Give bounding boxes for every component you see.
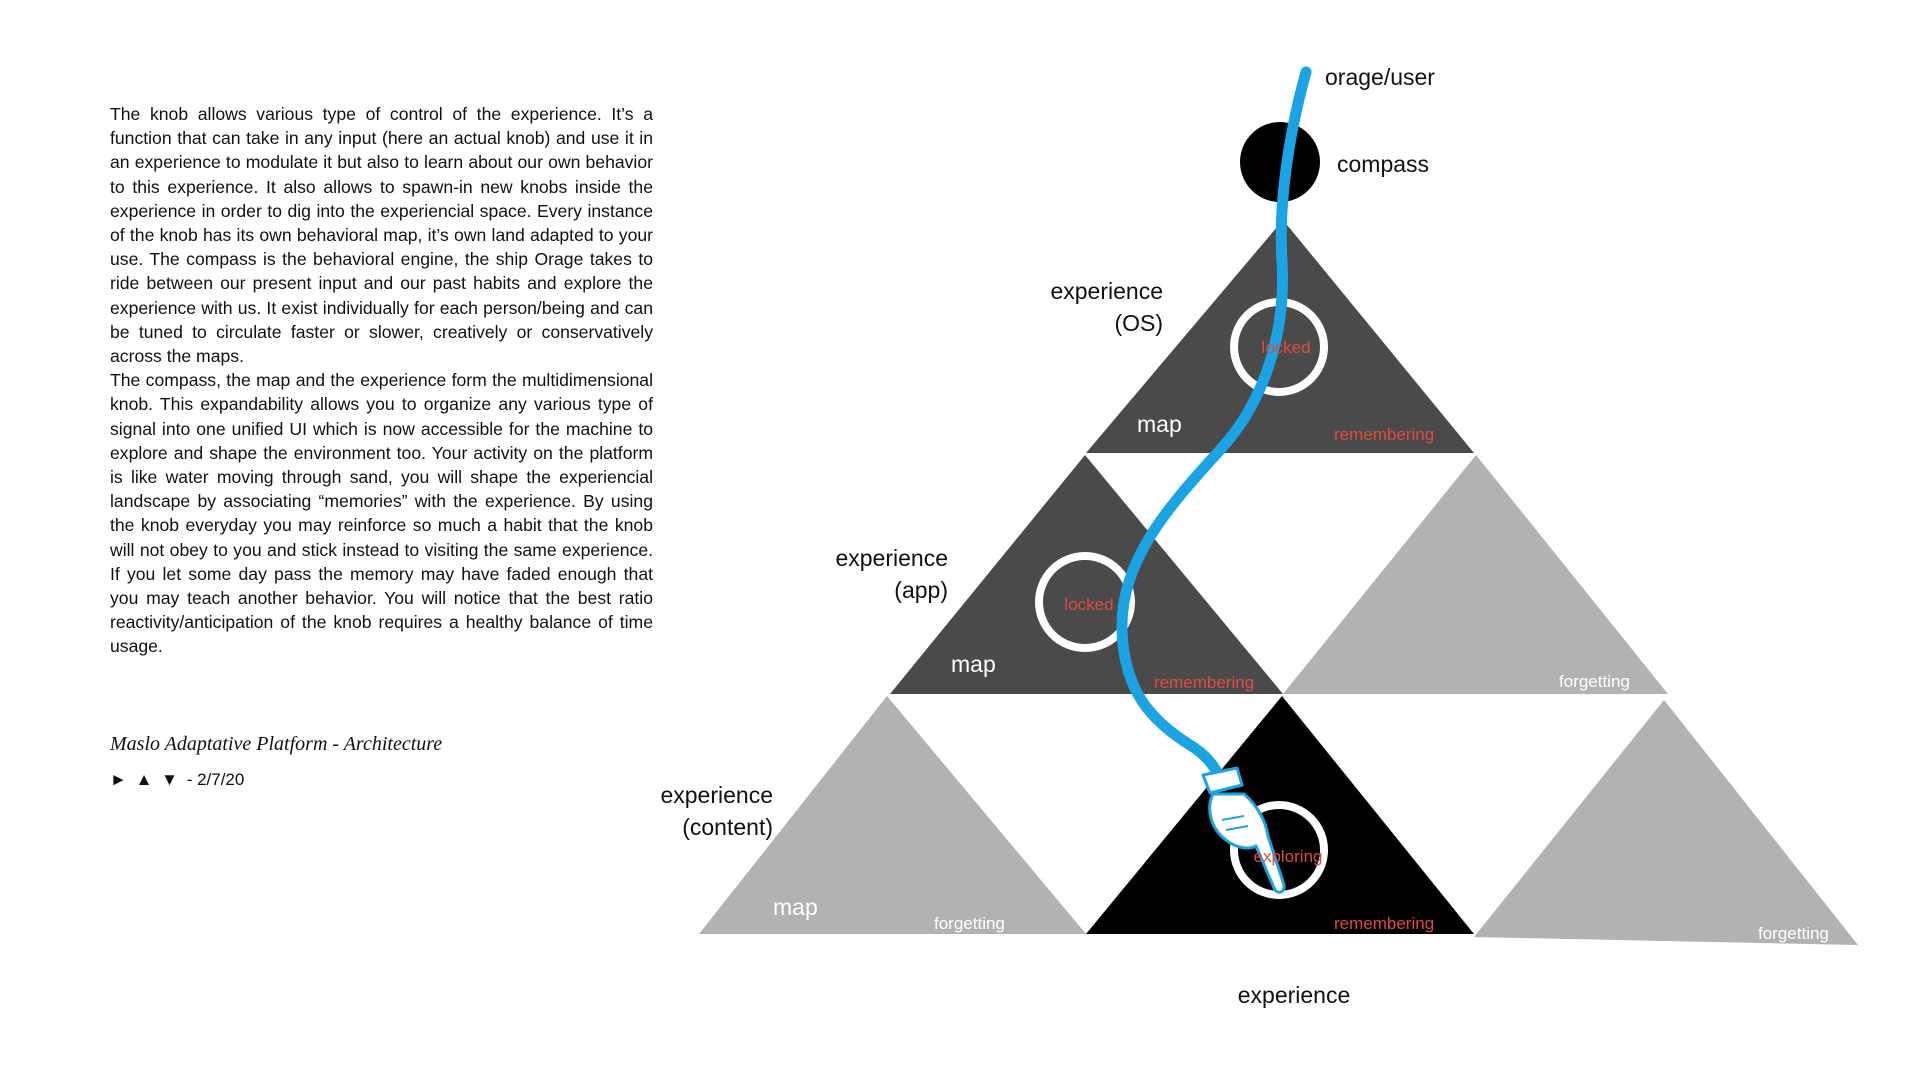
experience-app-label: experience: [835, 545, 948, 571]
triangle-middle-left: [890, 455, 1283, 694]
map-label-middle: map: [951, 651, 996, 677]
exploring-label-bottom: exploring: [1254, 847, 1323, 866]
locked-label-top: locked: [1261, 338, 1310, 357]
experience-os-sublabel: (OS): [1114, 310, 1163, 336]
triangle-bottom-center: [1086, 696, 1474, 934]
remembering-label-top: remembering: [1334, 425, 1434, 444]
triangle-bottom-left: [699, 696, 1086, 934]
map-label-top: map: [1137, 411, 1182, 437]
forgetting-label-middle-right: forgetting: [1559, 672, 1630, 691]
caption-title: Maslo Adaptative Platform - Architecture: [110, 733, 443, 755]
down-arrow-icon[interactable]: ▼: [161, 770, 178, 789]
locked-label-middle: locked: [1064, 595, 1113, 614]
experience-content-sublabel: (content): [682, 814, 773, 840]
knob-ring-middle[interactable]: [1035, 552, 1135, 652]
caption-date: - 2/7/20: [186, 770, 245, 789]
orage-user-label: orage/user: [1325, 64, 1435, 90]
pointing-hand-icon: [1201, 766, 1286, 894]
experience-content-label: experience: [660, 782, 773, 808]
knob-ring-bottom[interactable]: [1230, 801, 1328, 899]
remembering-label-bottom: remembering: [1334, 914, 1434, 933]
compass-circle[interactable]: [1240, 122, 1320, 202]
triangle-bottom-right: [1474, 700, 1858, 945]
experience-bottom-label: experience: [1238, 982, 1351, 1008]
description-paragraph-1: The knob allows various type of control …: [110, 104, 653, 367]
compass-label: compass: [1337, 151, 1429, 177]
remembering-label-middle: remembering: [1154, 673, 1254, 692]
play-arrow-icon[interactable]: ►: [110, 770, 127, 789]
up-arrow-icon[interactable]: ▲: [135, 770, 153, 789]
map-label-bottom: map: [773, 894, 818, 920]
forgetting-label-bottom-right: forgetting: [1758, 924, 1829, 943]
experience-app-sublabel: (app): [894, 577, 948, 603]
caption-nav: ► ▲ ▼ - 2/7/20: [110, 770, 248, 790]
description-paragraph-2: The compass, the map and the experience …: [110, 370, 653, 657]
description-text: The knob allows various type of control …: [110, 102, 653, 659]
experience-os-label: experience: [1050, 278, 1163, 304]
forgetting-label-bottom-left: forgetting: [934, 914, 1005, 933]
triangle-middle-right: [1283, 455, 1668, 694]
orage-user-stream: [1116, 66, 1312, 791]
